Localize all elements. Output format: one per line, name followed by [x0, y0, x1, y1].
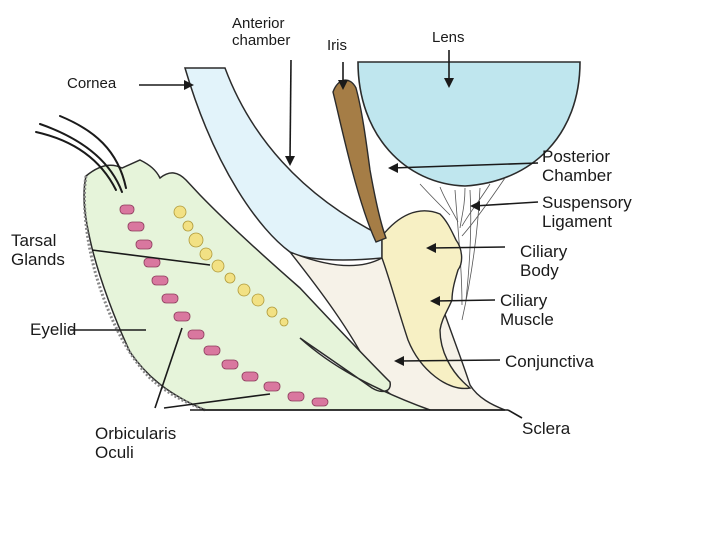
eyelid-margin	[82, 175, 206, 412]
label-posterior-chamber-line2: Chamber	[542, 166, 612, 186]
label-tarsal-glands-line2: Glands	[11, 250, 65, 270]
tarsal-glands	[173, 205, 289, 327]
label-ciliary-body: Ciliary Body	[520, 242, 567, 280]
label-suspensory-ligament-line1: Suspensory	[542, 193, 632, 212]
lens	[357, 61, 581, 187]
eyelashes	[35, 115, 127, 193]
label-orbicularis-oculi-line1: Orbicularis	[95, 424, 177, 443]
cornea	[183, 67, 383, 261]
label-posterior-chamber-line1: Posterior	[542, 147, 611, 166]
label-anterior-chamber: Anterior chamber	[232, 15, 291, 50]
label-ciliary-muscle-line1: Ciliary	[500, 291, 548, 310]
label-eyelid: Eyelid	[30, 320, 77, 339]
label-suspensory-ligament-line2: Ligament	[542, 212, 612, 232]
label-orbicularis-oculi: Orbicularis Oculi	[95, 424, 176, 462]
label-tarsal-glands-line1: Tarsal	[11, 231, 57, 250]
arrowheads	[184, 78, 480, 366]
label-ciliary-muscle: Ciliary Muscle	[500, 291, 554, 329]
orbicularis-oculi	[119, 204, 329, 407]
ciliary-body	[381, 210, 472, 390]
label-cornea: Cornea	[67, 75, 117, 92]
label-conjunctiva: Conjunctiva	[505, 352, 594, 371]
label-anterior-chamber-line1: Anterior	[232, 15, 285, 32]
leader-lines	[70, 50, 539, 419]
label-ciliary-body-line1: Ciliary	[520, 242, 568, 261]
iris	[332, 79, 387, 243]
label-lens: Lens	[432, 29, 465, 46]
label-iris: Iris	[327, 37, 347, 54]
label-ciliary-body-line2: Body	[520, 261, 559, 281]
eyelid	[83, 159, 431, 411]
label-posterior-chamber: Posterior Chamber	[542, 147, 612, 185]
label-anterior-chamber-line2: chamber	[232, 31, 291, 49]
label-suspensory-ligament: Suspensory Ligament	[542, 193, 632, 231]
label-orbicularis-oculi-line2: Oculi	[95, 443, 134, 463]
label-sclera: Sclera	[522, 419, 571, 438]
label-tarsal-glands: Tarsal Glands	[11, 231, 65, 269]
label-ciliary-muscle-line2: Muscle	[500, 310, 554, 330]
